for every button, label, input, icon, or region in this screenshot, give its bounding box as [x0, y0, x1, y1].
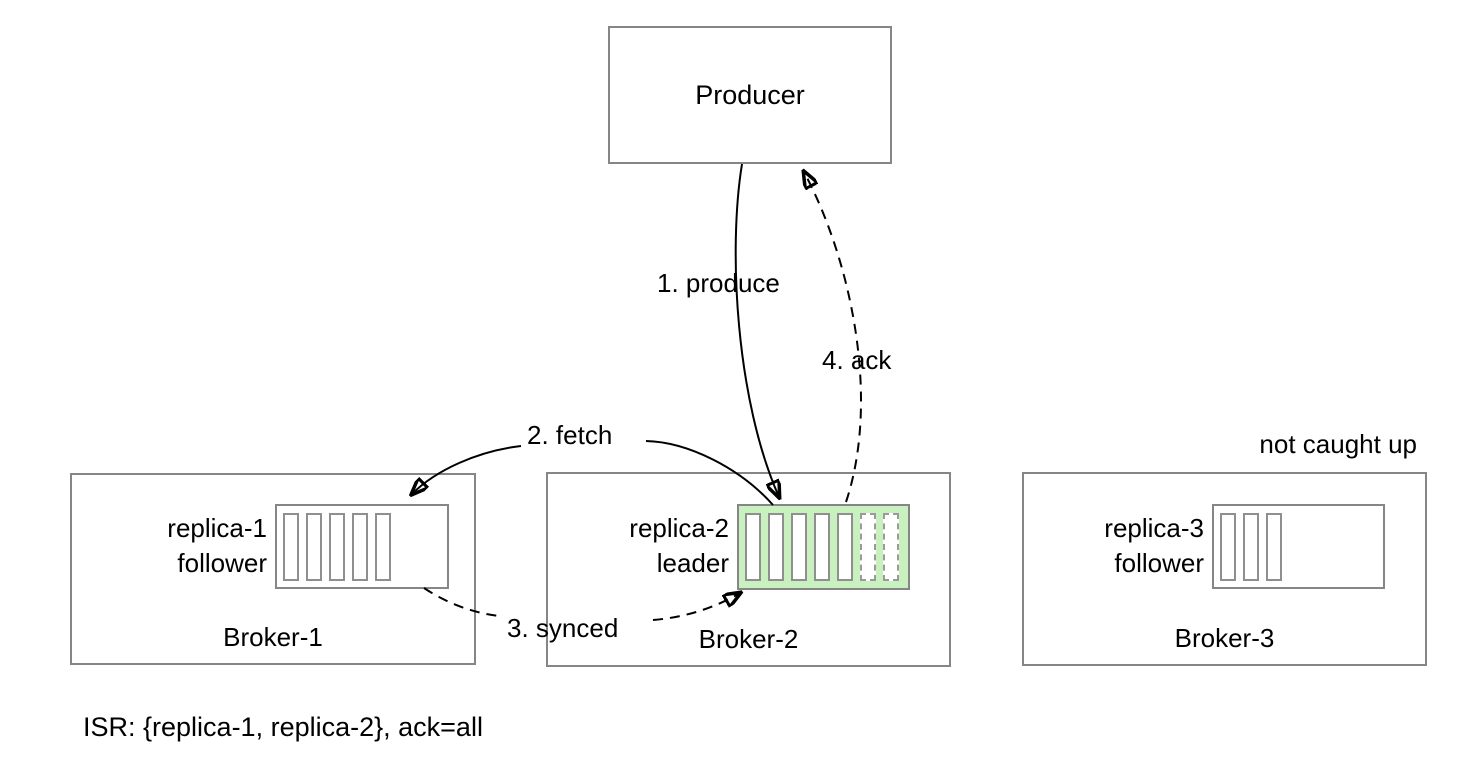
replica-3-label: replica-3 follower [1024, 511, 1204, 581]
producer-label: Producer [695, 79, 805, 110]
replica-1-name: replica-1 [167, 513, 267, 543]
replica-2-role: leader [656, 548, 729, 578]
replica-3-log [1212, 504, 1385, 589]
log-segment [1266, 512, 1282, 581]
broker-1-name: Broker-1 [223, 622, 323, 652]
log-segment [352, 512, 368, 581]
log-segment [837, 513, 853, 581]
log-segment [745, 513, 761, 581]
producer-box: Producer [608, 26, 892, 164]
produce-arrow [734, 163, 779, 497]
produce-arrow-label: 1. produce [657, 268, 780, 298]
ack-arrow-label: 4. ack [822, 345, 892, 375]
log-segment [814, 513, 830, 581]
replica-3-role: follower [1114, 548, 1204, 578]
log-segment [1220, 512, 1236, 581]
ack-arrow [804, 172, 862, 503]
log-segment [375, 512, 391, 581]
broker-3-box: replica-3 follower Broker-3 [1022, 472, 1427, 666]
log-segment [768, 513, 784, 581]
log-segment [306, 512, 322, 581]
not-caught-up-note: not caught up [1259, 429, 1417, 459]
isr-note: ISR: {replica-1, replica-2}, ack=all [83, 712, 483, 742]
replica-1-label: replica-1 follower [72, 511, 267, 581]
replica-3-name: replica-3 [1104, 513, 1204, 543]
broker-3-name: Broker-3 [1174, 623, 1275, 653]
replica-2-log [737, 504, 910, 590]
log-segment [329, 512, 345, 581]
replica-2-label: replica-2 leader [548, 511, 729, 581]
fetch-arrow-label: 2. fetch [527, 420, 613, 450]
log-segment [791, 513, 807, 581]
replica-1-log [275, 504, 449, 589]
log-segment [283, 512, 299, 581]
log-segment [883, 513, 899, 581]
replica-2-name: replica-2 [629, 513, 729, 543]
synced-arrow-label: 3. synced [507, 613, 619, 643]
broker-2-name: Broker-2 [698, 624, 799, 654]
log-segment [1243, 512, 1259, 581]
replica-1-role: follower [177, 548, 267, 578]
log-segment [860, 513, 876, 581]
broker-1-box: replica-1 follower Broker-1 [70, 473, 476, 665]
